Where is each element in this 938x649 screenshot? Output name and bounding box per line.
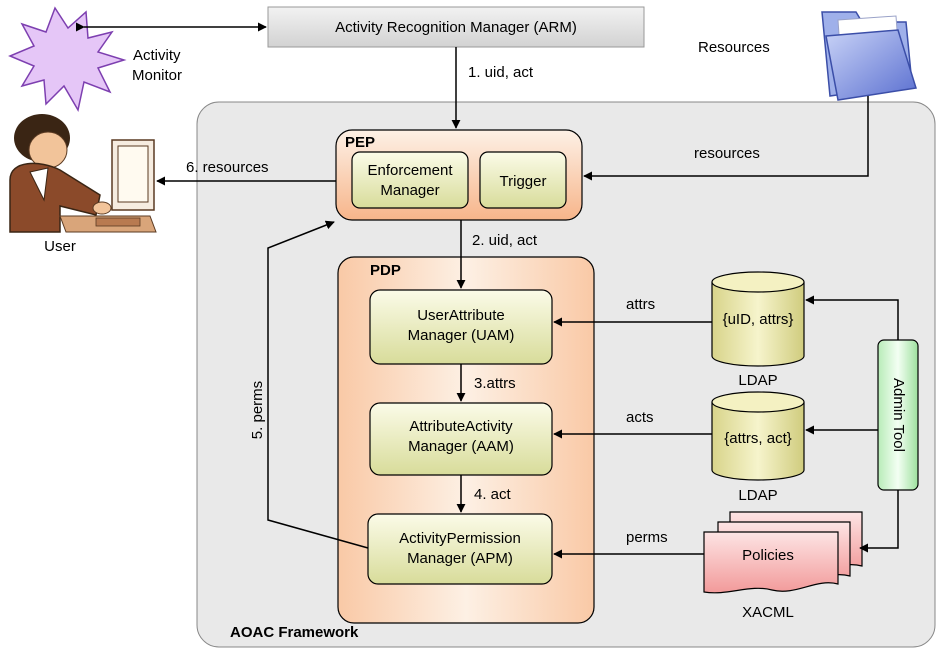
flow-5-arrow	[267, 220, 369, 549]
resources-flow-arrow	[583, 96, 869, 181]
perms-label: perms	[626, 529, 668, 546]
resources-flow-label: resources	[694, 145, 760, 162]
activity-monitor-label-line2: Monitor	[132, 67, 182, 84]
acts-label: acts	[626, 409, 654, 426]
pdp-title: PDP	[370, 262, 401, 279]
ldap-store-1[interactable]	[711, 271, 805, 367]
flow-6-label: 6. resources	[186, 159, 269, 176]
policies-document-icon[interactable]	[703, 511, 863, 594]
arm-box[interactable]	[267, 6, 645, 48]
flow-2-label: 2. uid, act	[472, 232, 538, 249]
folder-icon[interactable]	[821, 11, 917, 101]
admin-ldap1-arrow	[805, 295, 899, 340]
ldap-2-label: LDAP	[738, 487, 777, 504]
trigger-box[interactable]	[479, 151, 567, 209]
attrs-label: attrs	[626, 296, 655, 313]
trigger-label: Trigger	[500, 173, 547, 190]
ldap-store-2[interactable]	[711, 391, 805, 481]
apm-line1: ActivityPermission	[399, 530, 521, 547]
flow-4-label: 4. act	[474, 486, 512, 503]
enforcement-manager-line2: Manager	[380, 182, 439, 199]
enforcement-manager-box[interactable]	[351, 151, 469, 209]
aam-line1: AttributeActivity	[409, 418, 513, 435]
activity-monitor-label-line1: Activity	[133, 47, 181, 64]
uam-line1: UserAttribute	[417, 307, 505, 324]
ldap-2-content: {attrs, act}	[724, 430, 792, 447]
activity-monitor-burst-icon	[8, 6, 127, 113]
flow-3-label: 3.attrs	[474, 375, 516, 392]
aam-line2: Manager (AAM)	[408, 438, 514, 455]
admin-tool-label: Admin Tool	[890, 378, 907, 452]
arm-label: Activity Recognition Manager (ARM)	[335, 19, 577, 36]
admin-policies-arrow	[859, 490, 899, 553]
uam-line2: Manager (UAM)	[408, 327, 515, 344]
user-icon	[9, 114, 157, 233]
aoac-framework-label: AOAC Framework	[230, 624, 359, 641]
ldap-1-label: LDAP	[738, 372, 777, 389]
apm-line2: Manager (APM)	[407, 550, 513, 567]
apm-box[interactable]	[367, 513, 553, 585]
user-label: User	[44, 238, 76, 255]
enforcement-manager-line1: Enforcement	[367, 162, 453, 179]
xacml-label: XACML	[742, 604, 794, 621]
flow-1-label: 1. uid, act	[468, 64, 534, 81]
ldap-1-content: {uID, attrs}	[723, 311, 794, 328]
flow-5-label: 5. perms	[249, 381, 266, 439]
resources-title: Resources	[698, 39, 770, 56]
pep-title: PEP	[345, 134, 375, 151]
policies-label: Policies	[742, 547, 794, 564]
